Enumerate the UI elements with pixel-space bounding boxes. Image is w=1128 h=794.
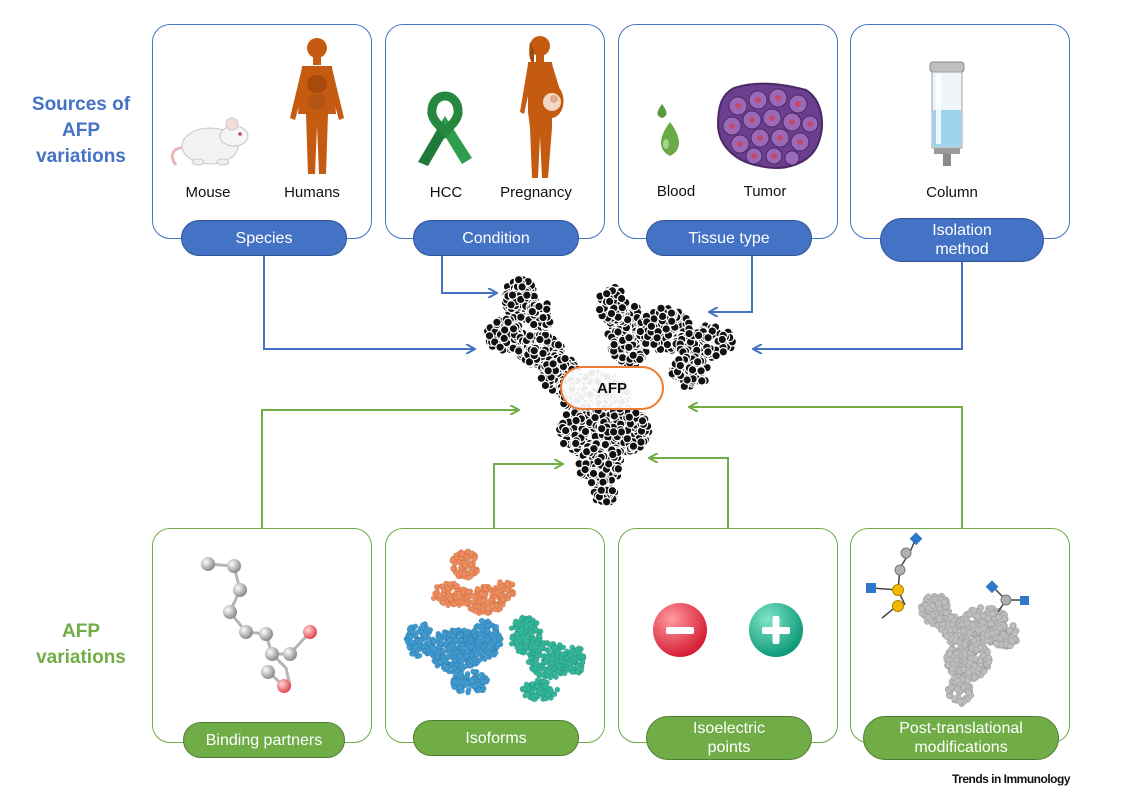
arrow-species bbox=[263, 254, 474, 349]
chromatography-column-icon bbox=[929, 61, 965, 166]
pregnant-woman-icon bbox=[520, 36, 564, 178]
species-pill-text: Species bbox=[235, 229, 293, 247]
item-label-blood: Blood bbox=[656, 183, 696, 200]
isoelectric-points-pill: Isoelectric points bbox=[646, 716, 812, 760]
arrow-tissue bbox=[710, 254, 753, 312]
binding-partner-molecule-icon bbox=[201, 557, 317, 693]
mouse-icon bbox=[170, 117, 249, 166]
isoelectric-pill-text: points bbox=[707, 739, 751, 756]
arrow-ptm bbox=[690, 407, 963, 528]
tissue-type-pill-text: Tissue type bbox=[688, 229, 770, 247]
arrow-isoelectric bbox=[650, 458, 729, 528]
tissue-type-pill: Tissue type bbox=[646, 220, 812, 256]
variations-label-line: variations bbox=[36, 647, 126, 668]
journal-credit: Trends in Immunology bbox=[951, 772, 1071, 786]
item-label-hcc: HCC bbox=[429, 184, 463, 201]
item-label-pregnancy: Pregnancy bbox=[500, 184, 572, 201]
isoforms-pill-text: Isoforms bbox=[465, 729, 527, 747]
sources-label-line: AFP bbox=[62, 120, 100, 141]
afp-center-label: AFP bbox=[560, 366, 664, 410]
species-card bbox=[152, 24, 372, 239]
sources-label-line: variations bbox=[36, 146, 126, 167]
positive-charge-icon bbox=[749, 603, 803, 657]
arrow-isoforms bbox=[493, 464, 562, 528]
species-pill: Species bbox=[181, 220, 347, 256]
afp-variations-label: AFP variations bbox=[20, 619, 142, 671]
ptm-pill: Post-translational modifications bbox=[863, 716, 1059, 760]
arrow-binding bbox=[261, 410, 518, 528]
isolation-method-pill: Isolation method bbox=[880, 218, 1044, 262]
condition-pill: Condition bbox=[413, 220, 579, 256]
charge-icons bbox=[653, 603, 803, 657]
arrow-isolation bbox=[754, 262, 963, 349]
item-label-tumor: Tumor bbox=[743, 183, 787, 200]
sources-of-variations-label: Sources of AFP variations bbox=[20, 92, 142, 170]
arrow-condition bbox=[441, 254, 496, 293]
binding-pill-text: Binding partners bbox=[205, 731, 323, 749]
sources-label-line: Sources of bbox=[31, 94, 131, 115]
ptm-pill-text: modifications bbox=[914, 739, 1008, 756]
isoelectric-pill-text: Isoelectric bbox=[692, 720, 766, 737]
awareness-ribbon-icon bbox=[418, 91, 472, 166]
ptm-pill-text: Post-translational bbox=[899, 720, 1023, 737]
blood-drop-icon bbox=[657, 104, 679, 156]
item-label-humans: Humans bbox=[284, 184, 340, 201]
negative-charge-icon bbox=[653, 603, 707, 657]
human-anatomy-icon bbox=[290, 38, 344, 174]
isolation-pill-text: method bbox=[935, 241, 989, 258]
condition-pill-text: Condition bbox=[462, 229, 530, 247]
item-label-column: Column bbox=[926, 184, 978, 201]
variations-label-line: AFP bbox=[62, 621, 100, 642]
tumor-cells-icon bbox=[716, 82, 823, 169]
isolation-pill-text: Isolation bbox=[932, 222, 992, 239]
item-label-mouse: Mouse bbox=[185, 184, 231, 201]
isoforms-pill: Isoforms bbox=[413, 720, 579, 756]
binding-partners-pill: Binding partners bbox=[183, 722, 345, 758]
